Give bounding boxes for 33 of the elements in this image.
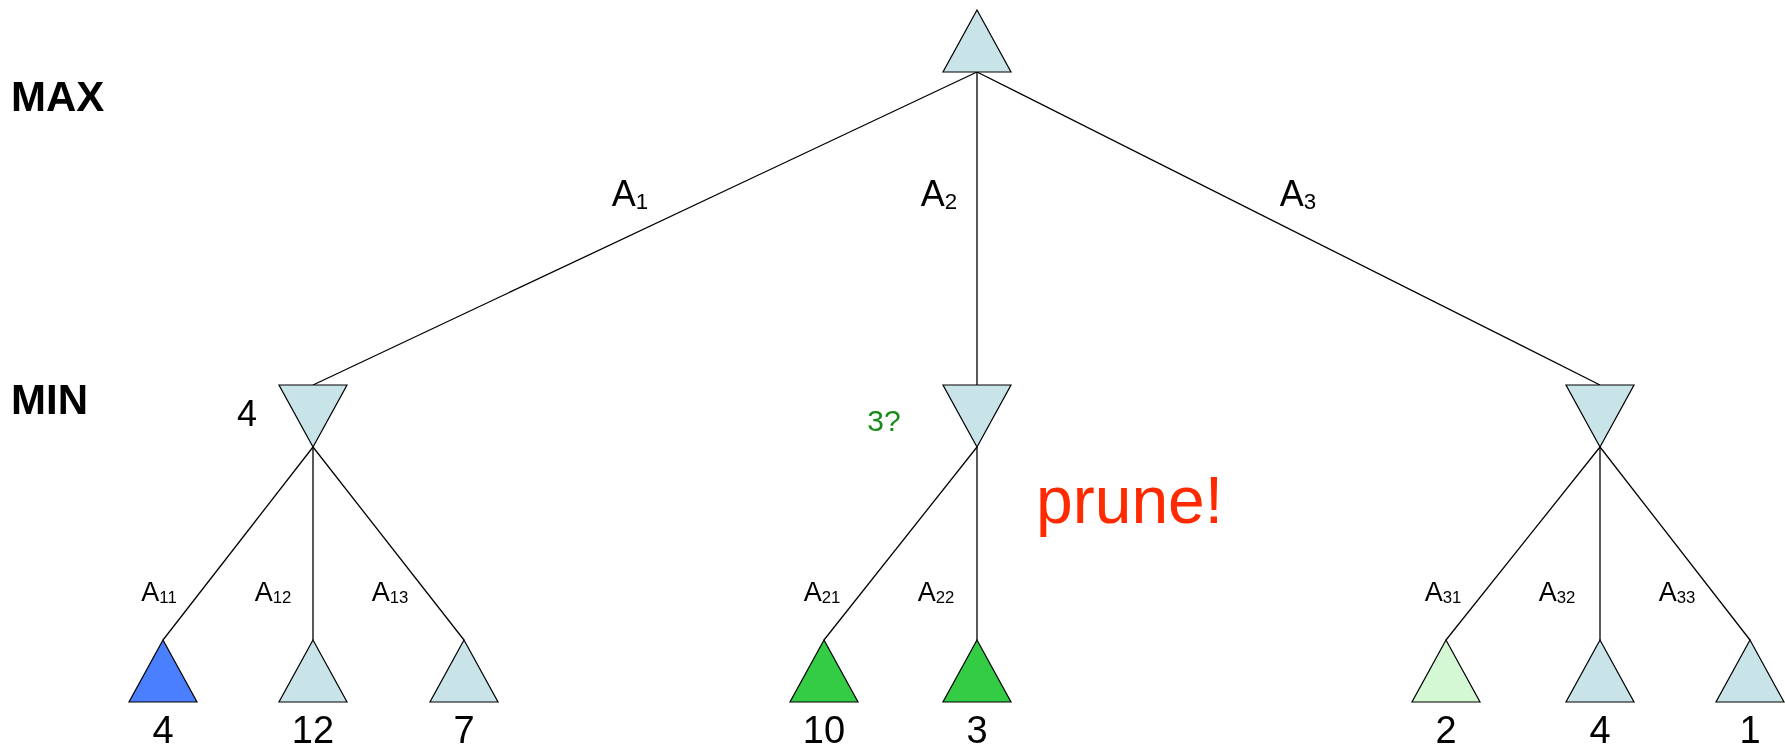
edge-label: A$_{32}$ xyxy=(1538,578,1576,606)
level-label: MIN xyxy=(11,379,88,421)
edge-label: A$_{13}$ xyxy=(371,578,409,606)
leaf-value: 7 xyxy=(453,711,475,749)
tree-edge xyxy=(1599,446,1601,641)
tree-edge xyxy=(162,446,314,641)
edge-label: A$_{12}$ xyxy=(254,578,292,606)
tree-edge xyxy=(823,446,978,641)
edge-label: A$_{2}$ xyxy=(920,176,958,212)
tree-edge xyxy=(312,446,314,641)
tree-edge xyxy=(976,71,978,386)
edge-label: A$_{21}$ xyxy=(803,578,841,606)
leaf-value: 1 xyxy=(1739,711,1761,749)
tree-edge xyxy=(976,446,978,641)
level-label: MAX xyxy=(11,76,105,118)
tree-edge xyxy=(312,446,465,641)
tree-edge xyxy=(1599,446,1751,641)
edge-label: A$_{3}$ xyxy=(1279,176,1317,212)
leaf-value: 4 xyxy=(1589,711,1611,749)
edge-label: A$_{33}$ xyxy=(1658,578,1696,606)
edge-label: A$_{1}$ xyxy=(611,176,649,212)
leaf-value: 4 xyxy=(152,711,174,749)
edge-label: A$_{31}$ xyxy=(1424,578,1462,606)
tree-edge xyxy=(1445,446,1601,641)
leaf-value: 2 xyxy=(1435,711,1457,749)
edge-label: A$_{11}$ xyxy=(141,578,177,606)
edge-label: A$_{22}$ xyxy=(917,578,955,606)
node-value: 3? xyxy=(867,406,901,436)
leaf-value: 12 xyxy=(291,711,335,749)
node-value: 4 xyxy=(237,396,257,432)
tree-edge xyxy=(976,71,1601,386)
leaf-value: 3 xyxy=(966,711,988,749)
leaf-value: 10 xyxy=(802,711,846,749)
